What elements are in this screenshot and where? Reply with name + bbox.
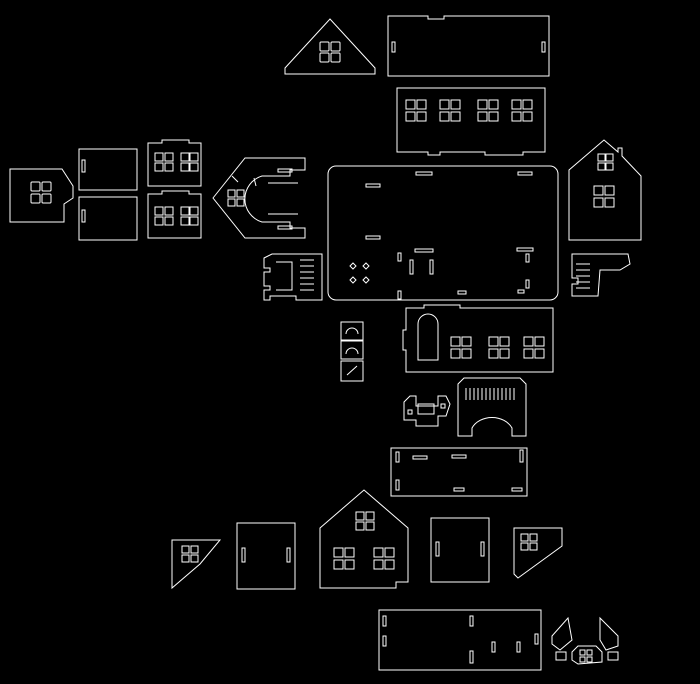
small-bracket — [340, 340, 364, 360]
wall-panel — [430, 517, 490, 583]
corner-roof-piece — [171, 539, 222, 590]
arch-bridge-piece — [457, 377, 527, 437]
door-window-wall — [402, 304, 554, 373]
wall-panel — [236, 522, 296, 590]
tall-gable-end — [568, 139, 642, 241]
small-bracket — [340, 321, 364, 341]
stair-piece — [571, 253, 631, 297]
small-bracket — [340, 360, 364, 382]
arch-gable-piece — [212, 157, 306, 239]
long-wall-panel — [387, 15, 550, 77]
corner-roof-piece — [513, 527, 563, 579]
window-wall-panel — [147, 190, 202, 239]
large-house-front — [319, 489, 409, 589]
long-window-wall — [396, 87, 546, 156]
mini-roof-set — [551, 616, 619, 665]
wall-panel — [78, 148, 138, 191]
house-front-small — [9, 168, 74, 223]
window-wall-panel — [147, 139, 202, 187]
roof-gable-top — [284, 18, 376, 75]
window-icon — [30, 181, 52, 204]
stair-piece — [263, 253, 323, 301]
trestle-piece — [403, 395, 451, 427]
floor-panel — [390, 447, 528, 497]
long-floor-panel — [378, 609, 542, 671]
base-plate — [327, 165, 559, 301]
wall-panel — [78, 196, 138, 241]
